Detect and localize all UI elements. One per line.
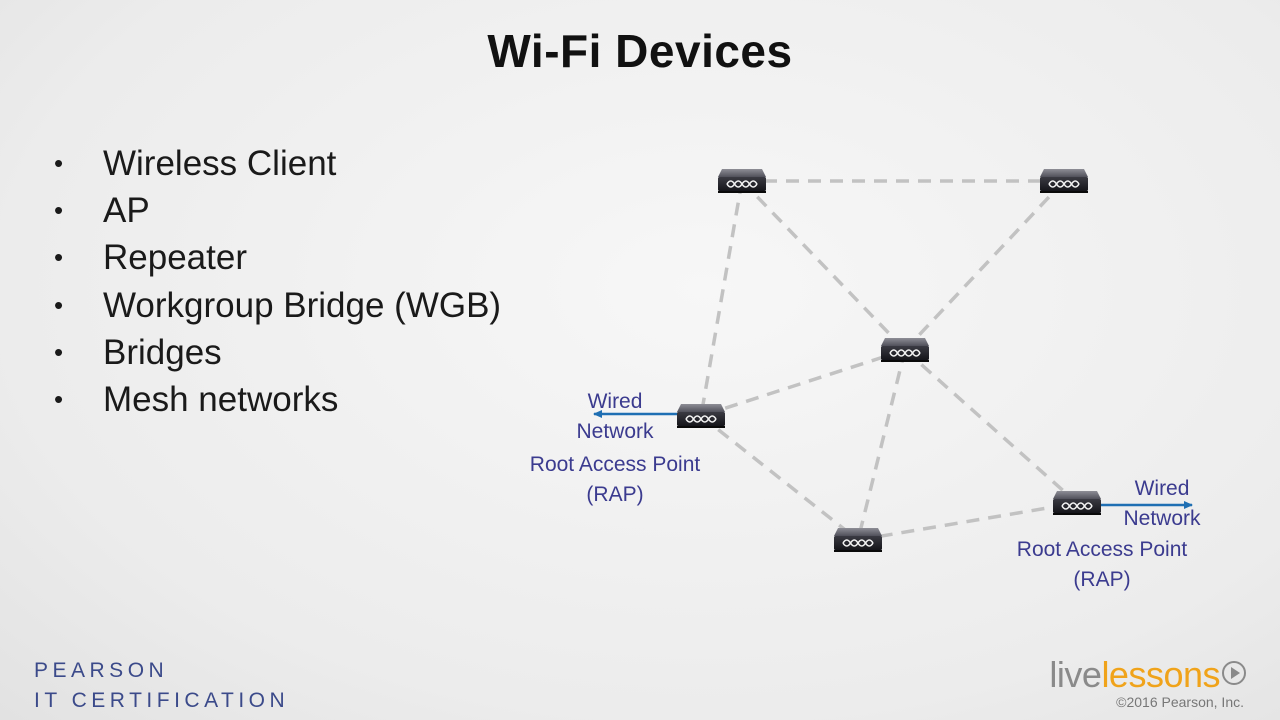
pearson-logo: PEARSON IT CERTIFICATION: [34, 656, 289, 716]
left-wired-label-line2: Network: [576, 420, 654, 443]
root-access-point-icon: [1052, 490, 1102, 516]
bullet-item: • Repeater: [54, 234, 501, 281]
access-point-icon: [833, 527, 883, 553]
bullet-dot: •: [54, 242, 64, 273]
livelessons-lessons: lessons: [1101, 654, 1220, 695]
play-icon: [1222, 661, 1246, 685]
left-wired-label-line1: Wired: [588, 390, 643, 413]
access-point-icon: [1039, 168, 1089, 194]
bullet-dot: •: [54, 148, 64, 178]
right-rap-label-line2: (RAP): [1073, 568, 1130, 591]
mesh-link: [903, 179, 1066, 352]
bullet-dot: •: [54, 195, 64, 226]
bullet-text: AP: [103, 191, 150, 231]
bullet-list: • Wireless Client • AP • Repeater • Workgrou…: [54, 140, 501, 423]
mesh-link: [699, 414, 860, 542]
mesh-link: [740, 179, 907, 352]
pearson-logo-line2: IT CERTIFICATION: [34, 689, 290, 712]
access-point-icon: [717, 168, 767, 194]
bullet-item: • AP: [54, 187, 501, 234]
copyright-text: ©2016 Pearson, Inc.: [1116, 694, 1244, 710]
mesh-link: [903, 348, 1079, 505]
pearson-logo-line1: PEARSON: [34, 659, 169, 682]
root-access-point-icon: [676, 403, 726, 429]
right-wired-label-line1: Wired: [1135, 477, 1190, 500]
left-rap-label-line2: (RAP): [586, 483, 643, 506]
mesh-links: [699, 179, 1079, 542]
bullet-item: • Bridges: [54, 329, 501, 376]
livelessons-live: live: [1049, 654, 1102, 695]
bullet-text: Repeater: [103, 238, 247, 278]
bullet-item: • Mesh networks: [54, 376, 501, 423]
bullet-text: Mesh networks: [103, 379, 339, 419]
access-point-icon: [880, 337, 930, 363]
mesh-link: [699, 180, 744, 417]
livelessons-logo: livelessons: [1049, 654, 1246, 696]
mesh-link: [857, 501, 1078, 542]
right-wired-label-line2: Network: [1123, 507, 1201, 530]
left-rap-label-line1: Root Access Point: [530, 453, 701, 476]
mesh-link: [856, 349, 907, 541]
bullet-text: Workgroup Bridge (WGB): [103, 285, 502, 325]
bullet-text: Wireless Client: [103, 144, 337, 183]
bullet-dot: •: [54, 336, 64, 367]
slide-title: Wi-Fi Devices: [487, 25, 793, 77]
bullet-dot: •: [54, 383, 64, 414]
bullet-dot: •: [54, 289, 64, 320]
bullet-text: Bridges: [103, 332, 222, 372]
right-rap-label-line1: Root Access Point: [1017, 538, 1188, 561]
bullet-item: • Workgroup Bridge (WGB): [54, 282, 501, 329]
mesh-link: [700, 348, 906, 418]
bullet-item: • Wireless Client: [54, 140, 501, 187]
